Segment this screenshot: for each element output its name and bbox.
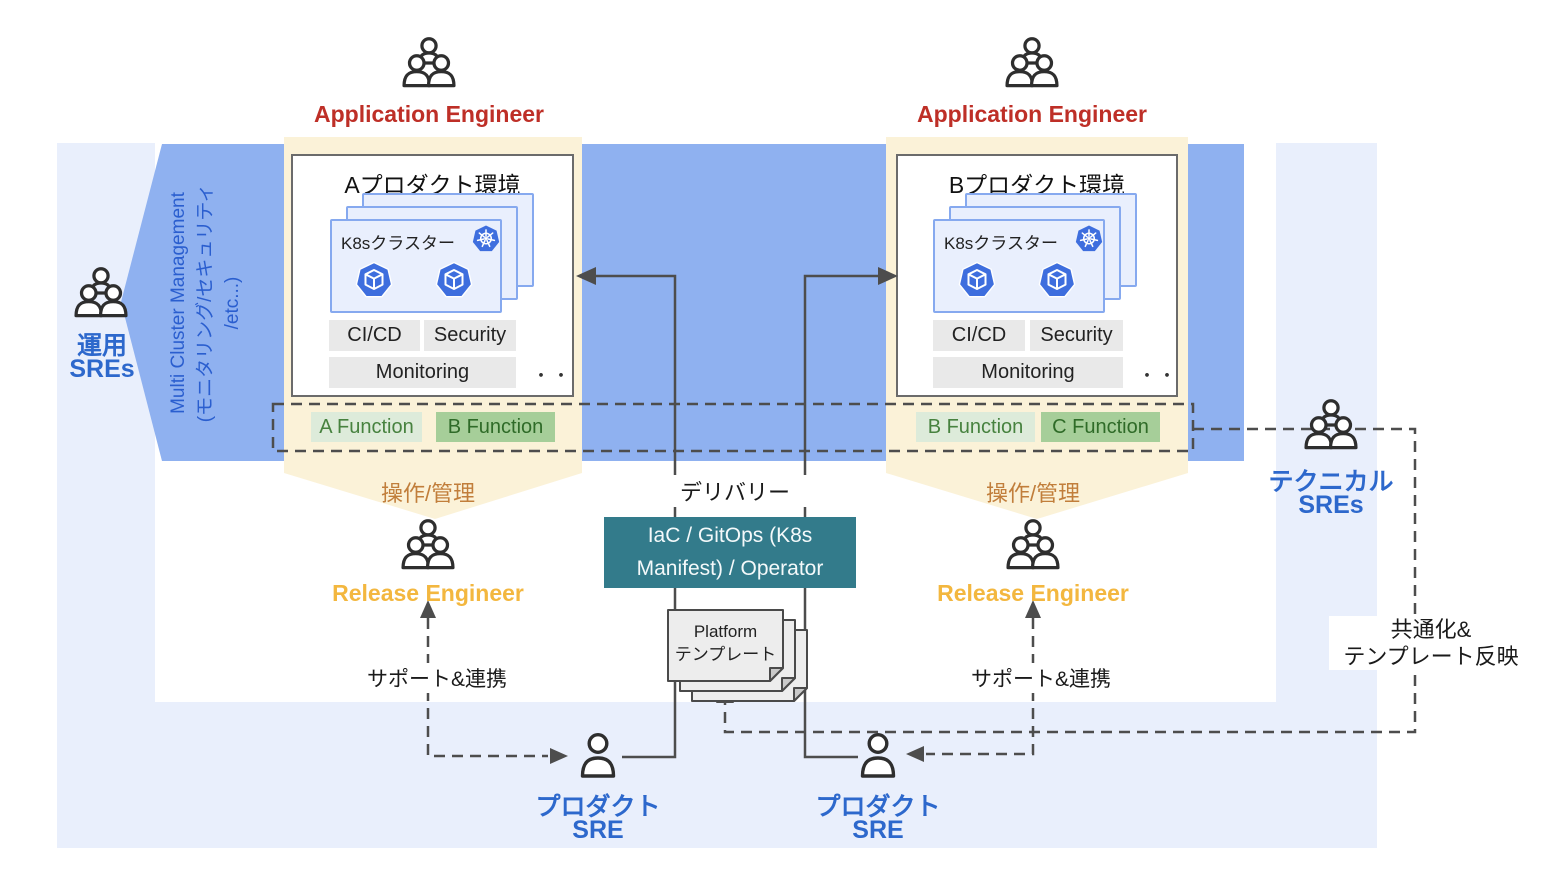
- release-engineer-right-label: Release Engineer: [937, 580, 1129, 606]
- pod-icon: [435, 261, 473, 298]
- env-b-function-chip-b: B Function: [916, 412, 1035, 442]
- band-line-3: /etc...): [221, 276, 243, 330]
- env-a-cluster-card: K8sクラスター: [330, 219, 502, 313]
- template-line-1: Platform: [693, 622, 758, 642]
- app-engineer-left-label: Application Engineer: [313, 101, 545, 127]
- operation-sres-label-line2: SREs: [69, 355, 135, 383]
- product-sre-right-label-line1: プロダクト: [815, 793, 941, 821]
- env-b-cluster-card: K8sクラスター: [933, 219, 1105, 313]
- team-icon: [74, 267, 128, 318]
- env-a-function-chip-a: A Function: [311, 412, 422, 442]
- team-icon: [1006, 519, 1060, 570]
- env-b-function-chip-c: C Function: [1041, 412, 1160, 442]
- operate-manage-left-label: 操作/管理: [380, 481, 476, 506]
- platform-template-label: Platform テンプレート: [668, 610, 783, 678]
- iac-gitops-line-1: IaC / GitOps (K8s: [647, 523, 813, 547]
- iac-gitops-box: IaC / GitOps (K8s Manifest) / Operator: [604, 517, 856, 588]
- band-line-2: (モニタリング/セキュリティ: [194, 183, 216, 423]
- team-icon: [401, 519, 455, 570]
- env-a-function-chip-b: B Function: [436, 412, 555, 442]
- pod-icon: [355, 261, 393, 298]
- band-line-1: Multi Cluster Management: [168, 192, 189, 414]
- support-left-label: サポート&連携: [342, 663, 532, 693]
- product-sre-left-label-line2: SRE: [572, 816, 624, 844]
- support-right-label: サポート&連携: [946, 663, 1136, 693]
- env-b-ellipsis: ・・: [1138, 366, 1178, 386]
- release-engineer-left-label: Release Engineer: [332, 580, 524, 606]
- env-b-chip-cicd: CI/CD: [933, 320, 1025, 351]
- common-template-line1: 共通化&: [1390, 617, 1472, 642]
- team-icon: [402, 37, 456, 88]
- env-a-chip-security: Security: [424, 320, 516, 351]
- multi-cluster-band-label: Multi Cluster Management (モニタリング/セキュリティ …: [166, 133, 248, 473]
- kubernetes-logo-icon: [472, 225, 500, 252]
- env-a-chip-cicd: CI/CD: [329, 320, 420, 351]
- common-template-line2: テンプレート反映: [1343, 644, 1519, 669]
- operation-sres-label-line1: 運用: [76, 332, 127, 360]
- env-b-cluster-label: K8sクラスター: [944, 234, 1058, 253]
- iac-gitops-line-2: Manifest) / Operator: [636, 556, 824, 580]
- person-icon: [580, 733, 616, 778]
- page-fold-corner: [793, 687, 808, 702]
- app-engineer-right-label: Application Engineer: [916, 101, 1148, 127]
- env-a-cluster-label: K8sクラスター: [341, 234, 455, 253]
- product-sre-left-label-line1: プロダクト: [535, 793, 661, 821]
- pod-icon: [1038, 261, 1076, 298]
- env-b-chip-security: Security: [1030, 320, 1123, 351]
- env-a-ellipsis: ・・: [532, 366, 572, 386]
- template-line-2: テンプレート: [674, 645, 777, 664]
- env-a-chip-monitoring: Monitoring: [329, 357, 516, 388]
- product-sre-right-label-line2: SRE: [852, 816, 904, 844]
- env-b-chip-monitoring: Monitoring: [933, 357, 1123, 388]
- operate-manage-right-label: 操作/管理: [985, 481, 1081, 506]
- kubernetes-logo-icon: [1075, 225, 1103, 252]
- pod-icon: [958, 261, 996, 298]
- team-icon: [1005, 37, 1059, 88]
- common-template-label: 共通化& テンプレート反映: [1329, 616, 1533, 670]
- technical-sres-label-line2: SREs: [1298, 491, 1364, 519]
- team-icon: [1304, 399, 1358, 450]
- person-icon: [860, 733, 896, 778]
- delivery-label: デリバリー: [656, 475, 814, 507]
